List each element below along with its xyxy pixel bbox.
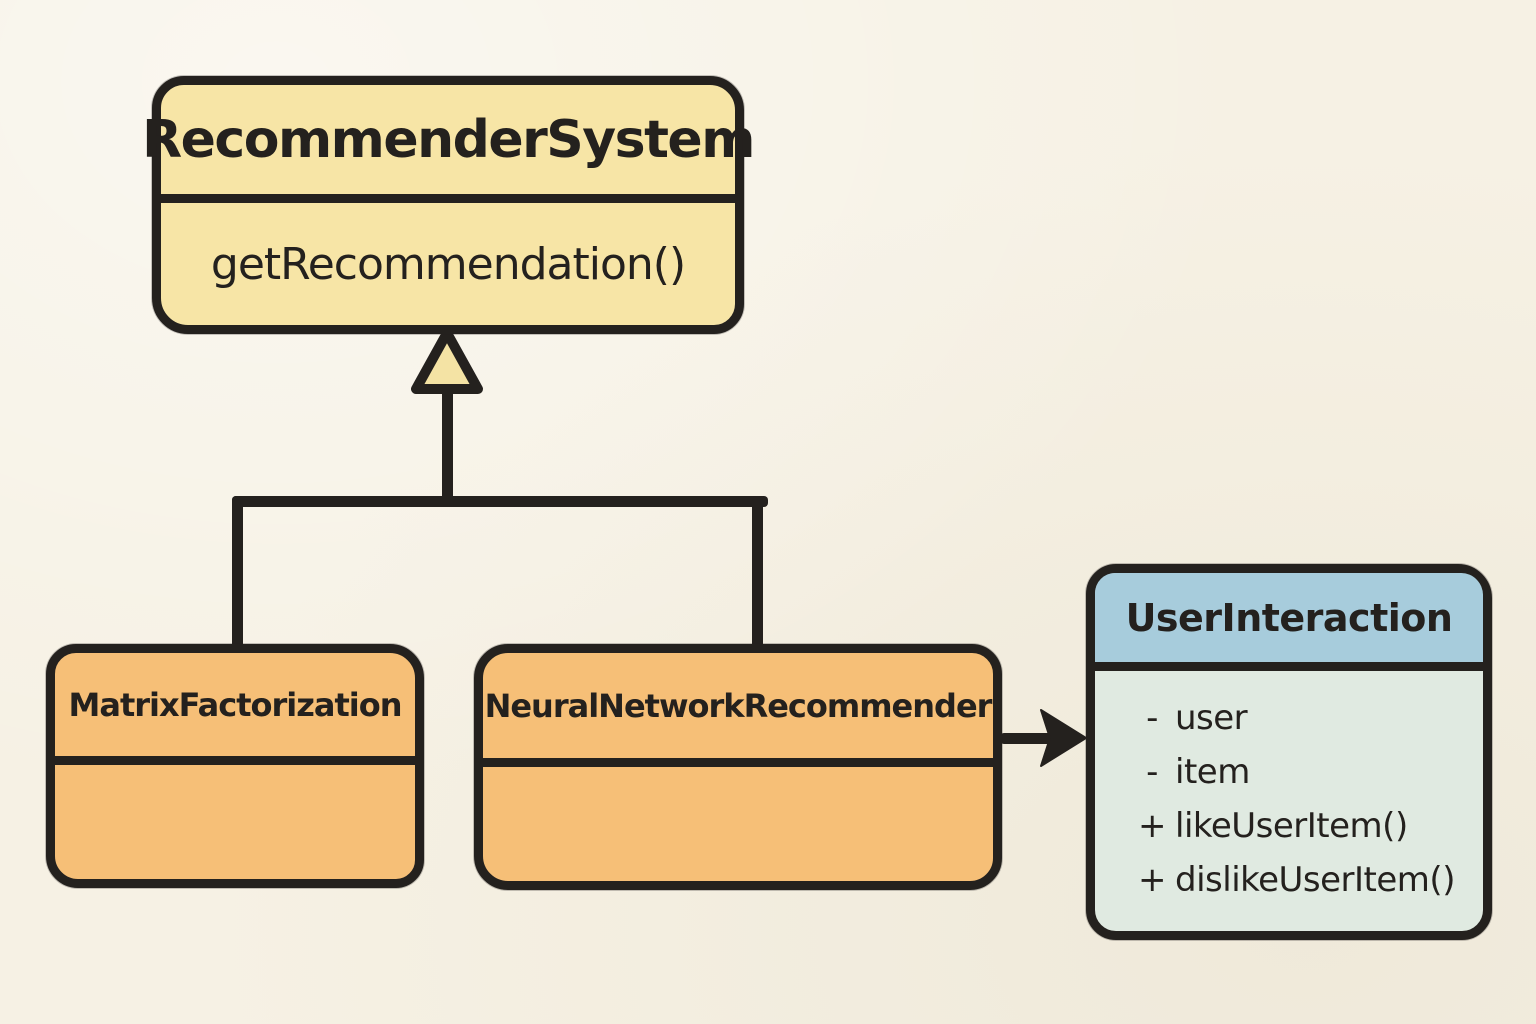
class-header-matrix-factorization: MatrixFactorization	[55, 653, 415, 765]
method-get-recommendation: getRecommendation()	[210, 238, 686, 290]
class-body-user-interaction: - user - item + likeUserItem() + dislike…	[1095, 671, 1483, 931]
class-box-matrix-factorization: MatrixFactorization	[46, 644, 424, 888]
inheritance-right-drop-line	[752, 496, 763, 648]
class-header-neural-network-recommender: NeuralNetworkRecommender	[483, 653, 993, 767]
member-item: - item	[1129, 745, 1250, 799]
member-user: - user	[1129, 691, 1248, 745]
class-header-recommender-system: RecommenderSystem	[142, 85, 755, 203]
member-like-user-item: + likeUserItem()	[1129, 799, 1408, 853]
inheritance-stem-line	[442, 384, 453, 506]
member-label: dislikeUserItem()	[1175, 860, 1455, 900]
member-label: item	[1175, 752, 1250, 792]
class-box-neural-network-recommender: NeuralNetworkRecommender	[474, 644, 1002, 890]
inheritance-hollow-triangle-icon	[411, 328, 483, 394]
visibility-sign: +	[1138, 806, 1167, 846]
visibility-sign: +	[1138, 860, 1167, 900]
visibility-sign: -	[1146, 698, 1158, 738]
member-label: user	[1175, 698, 1248, 738]
member-label: likeUserItem()	[1175, 806, 1408, 846]
class-title-neural-network-recommender: NeuralNetworkRecommender	[484, 686, 993, 725]
class-title-recommender-system: RecommenderSystem	[142, 109, 755, 170]
class-title-user-interaction: UserInteraction	[1125, 595, 1453, 640]
class-title-matrix-factorization: MatrixFactorization	[68, 685, 403, 724]
member-dislike-user-item: + dislikeUserItem()	[1129, 853, 1455, 907]
class-header-user-interaction: UserInteraction	[1095, 573, 1483, 671]
class-body-recommender-system: getRecommendation()	[161, 203, 735, 325]
inheritance-crossbar-line	[232, 496, 768, 507]
class-body-neural-network-recommender	[483, 767, 993, 881]
association-arrowhead-icon	[1040, 709, 1087, 767]
inheritance-left-drop-line	[232, 496, 243, 648]
class-box-recommender-system: RecommenderSystem getRecommendation()	[142, 76, 755, 334]
class-body-matrix-factorization	[55, 765, 415, 879]
visibility-sign: -	[1146, 752, 1158, 792]
association-line	[1000, 733, 1052, 744]
class-box-user-interaction: UserInteraction - user - item + likeUser…	[1086, 564, 1492, 940]
